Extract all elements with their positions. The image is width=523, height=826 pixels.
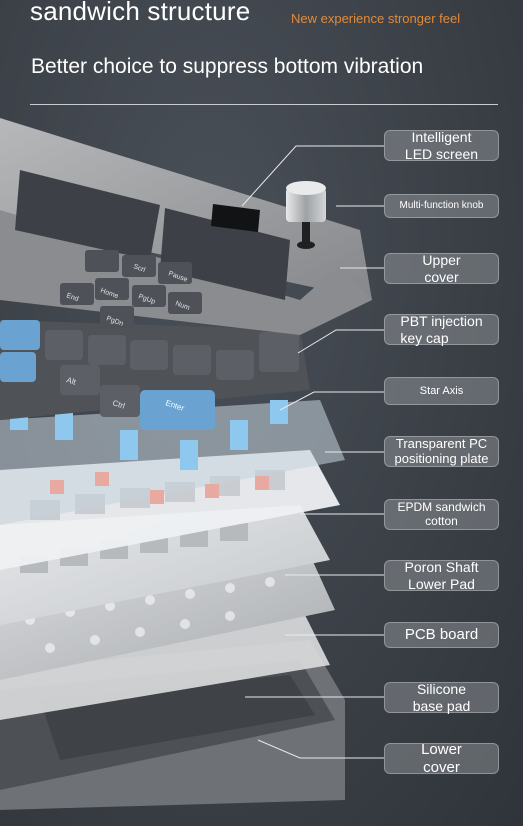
upper-cover-layer: Scrl Pause Home PgUp End PgDn Num xyxy=(0,118,372,335)
keycap-num-label: Num xyxy=(174,300,190,312)
callout-upper-cover: Upper cover xyxy=(384,252,499,285)
callout-lower-cover-text: Lower cover xyxy=(421,741,462,776)
callout-lower-cover: Lower cover xyxy=(384,741,499,776)
callout-upper-cover-text: Upper cover xyxy=(422,252,461,285)
callout-led-screen: Intelligent LED screen xyxy=(384,129,499,162)
callout-pcb-text: PCB board xyxy=(404,626,479,644)
keycap-scrl-label: Scrl xyxy=(132,263,146,274)
callout-pbt-keycap: PBT injection key cap xyxy=(384,313,499,346)
callout-poron-pad: Poron Shaft Lower Pad xyxy=(384,559,499,592)
page-subtitle: New experience stronger feel xyxy=(291,11,461,26)
callout-knob-text: Multi-function knob xyxy=(399,200,484,212)
pc-plate-layer xyxy=(0,400,345,525)
callout-poron-text: Poron Shaft Lower Pad xyxy=(404,559,479,592)
led-screen xyxy=(211,204,260,232)
callout-star-axis-text: Star Axis xyxy=(419,384,464,397)
callout-led-screen-text: Intelligent LED screen xyxy=(404,129,479,162)
page-title: sandwich structure xyxy=(30,0,251,26)
header-divider xyxy=(30,104,498,105)
callout-pbt-text: PBT injection key cap xyxy=(400,313,483,346)
callout-pc-plate-text: Transparent PC positioning plate xyxy=(394,435,489,466)
knob-icon xyxy=(286,188,326,222)
callout-pcb-board: PCB board xyxy=(384,622,499,648)
callout-star-axis: Star Axis xyxy=(384,377,499,405)
keyboard-exploded-illustration: Ctrl Enter Alt Scrl Pause Home PgUp End … xyxy=(0,118,384,810)
callout-silicone-text: Silicone base pad xyxy=(412,681,471,714)
callout-epdm-text: EPDM sandwich cotton xyxy=(397,499,486,528)
callout-epdm-cotton: EPDM sandwich cotton xyxy=(384,499,499,530)
keycaps-layer: Ctrl Enter Alt xyxy=(0,320,310,430)
keycap-alt-label: Alt xyxy=(65,375,77,387)
tagline: Better choice to suppress bottom vibrati… xyxy=(31,55,424,78)
keycap-end-label: End xyxy=(65,292,79,303)
callout-multi-function-knob: Multi-function knob xyxy=(384,194,499,218)
callout-silicone-pad: Silicone base pad xyxy=(384,681,499,714)
callout-leaders xyxy=(241,145,384,759)
callout-pc-plate: Transparent PC positioning plate xyxy=(384,436,499,467)
keycap-ctrl-label: Ctrl xyxy=(111,398,126,410)
